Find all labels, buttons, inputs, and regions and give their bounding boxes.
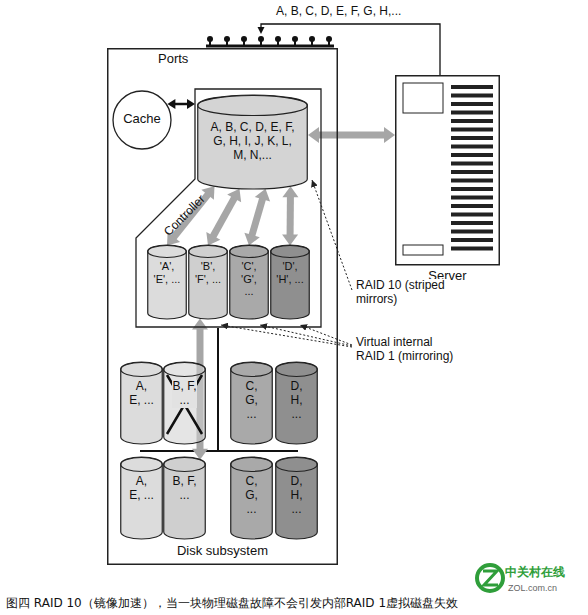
mirror-arrow [206, 189, 241, 246]
leader-line [221, 180, 352, 347]
mirror-arrow [282, 186, 298, 245]
mirror-arrow [244, 189, 270, 246]
arrowhead [258, 27, 265, 34]
connector-line [287, 196, 294, 235]
watermark-logo [477, 565, 503, 591]
node-text: A, E, ... [129, 380, 154, 408]
node-text: D, H, ... [284, 475, 309, 516]
server-tower: Server [395, 75, 500, 287]
node-text: 'C', 'G', ... [235, 260, 263, 298]
node-text: A, E, ... [129, 475, 154, 503]
failed-disk: B, F, ... [163, 362, 206, 445]
arrowhead [227, 189, 241, 202]
physical-disk: C, G, ... [230, 457, 273, 540]
raid10-disk: A, B, C, D, E, F, G, H, I, J, K, L, M, N… [197, 95, 308, 190]
virtual-disk: 'B', 'F', ... [188, 245, 228, 320]
arrowhead [282, 234, 298, 245]
watermark: 中关村在线 [505, 566, 565, 580]
disk-bus [140, 328, 298, 451]
node-text: Cache [112, 112, 172, 127]
watermark: ZOL.com.cn [508, 583, 557, 593]
connector-line [174, 103, 188, 106]
node-text: C, G, ... [239, 380, 264, 421]
virtual-disk: 'D', 'H', ... [270, 245, 310, 320]
physical-disk: A, E, ... [120, 457, 163, 540]
node-text: D, H, ... [284, 380, 309, 421]
node-text: 'D', 'H', ... [276, 260, 304, 285]
physical-disk: B, F, ... [163, 457, 206, 540]
server-tower-shape [395, 75, 500, 287]
node-text: Controller [155, 186, 214, 245]
figure-caption: 图四 RAID 10（镜像加速），当一块物理磁盘故障不会引发内部RAID 1虚拟… [6, 597, 458, 611]
port-bar: Ports [158, 34, 336, 70]
arrowhead [255, 189, 270, 202]
virtual-disk: 'C', 'G', ... [229, 245, 269, 320]
node-text: B, F, ... [172, 475, 197, 503]
physical-disk: D, H, ... [275, 457, 318, 540]
arrowhead [192, 318, 208, 329]
arrowhead [384, 127, 395, 143]
data-path [167, 99, 195, 109]
raid-label: Virtual internal RAID 1 (mirroring) [356, 336, 460, 364]
connector-line [318, 132, 385, 139]
disk-subsystem-box: Disk subsystem Controller A, B, C, D, E, F… [107, 48, 338, 565]
node-text: 'A', 'E', ... [153, 260, 181, 285]
connector-line [252, 198, 263, 236]
cache-circle: Cache [112, 90, 172, 150]
arrowhead [282, 186, 298, 197]
node-text: Disk subsystem [107, 544, 338, 559]
node-text: C, G, ... [239, 475, 264, 516]
node-text: B, F, ... [172, 380, 197, 408]
physical-disk: C, G, ... [230, 362, 273, 445]
connector-line [213, 197, 235, 236]
edge-label: A, B, C, D, E, F, G, H,... [276, 5, 401, 19]
arrowhead [244, 233, 259, 246]
arrowhead [187, 99, 195, 109]
node-text: 'B', 'F', ... [194, 260, 222, 285]
arrowhead [206, 232, 220, 245]
arrowhead [308, 127, 319, 143]
virtual-disk: 'A', 'E', ... [147, 245, 187, 320]
physical-disk: D, H, ... [275, 362, 318, 445]
raid-label: RAID 10 (striped mirrors) [356, 279, 448, 307]
node-text: A, B, C, D, E, F, G, H, I, J, K, L, M, N… [209, 121, 296, 162]
physical-disk: A, E, ... [120, 362, 163, 445]
node-text: Ports [158, 52, 198, 67]
